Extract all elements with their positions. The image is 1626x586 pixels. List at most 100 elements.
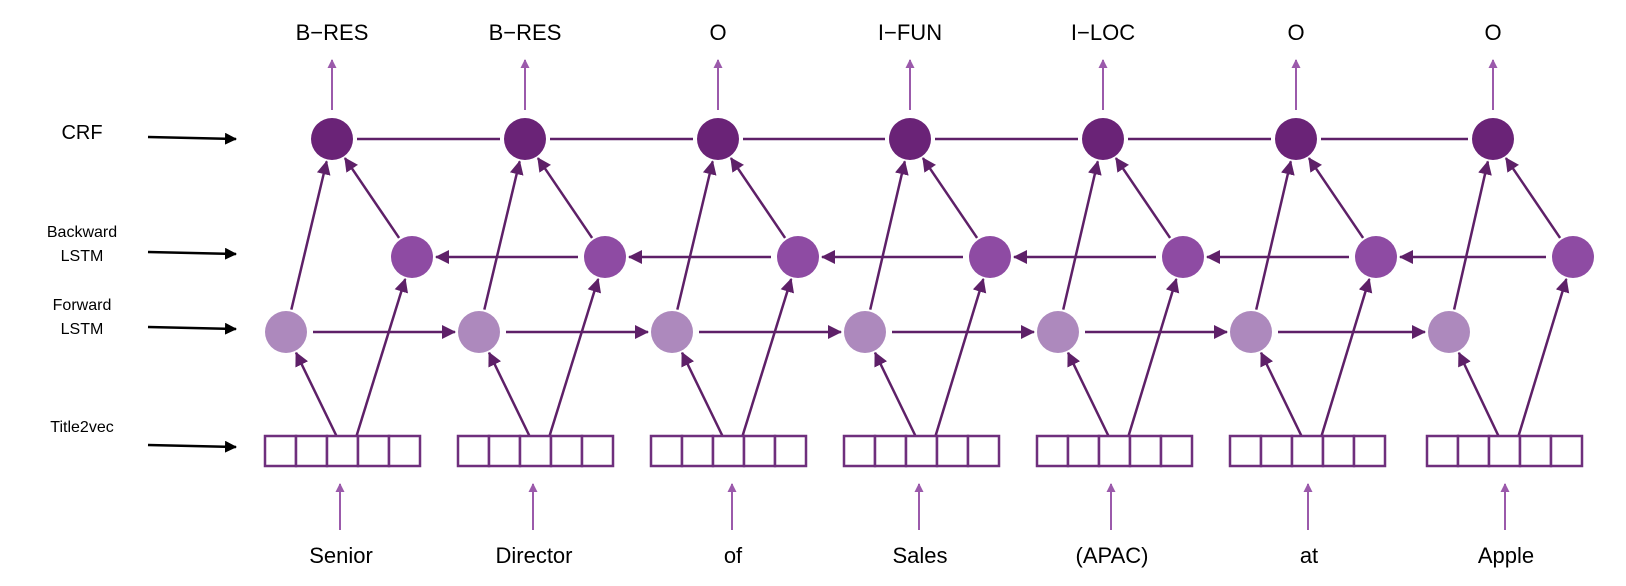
vector-to-forward-edge xyxy=(1259,351,1303,437)
output-tag: I−LOC xyxy=(1071,20,1135,45)
title2vec-cell xyxy=(1321,434,1356,468)
title2vec-cell xyxy=(294,434,329,468)
crf-layer-label: CRF xyxy=(61,122,102,144)
title2vec-cell xyxy=(518,434,553,468)
title2vec-cell xyxy=(649,434,684,468)
backward-lstm-node xyxy=(1162,236,1204,278)
title2vec-cell xyxy=(1228,434,1263,468)
forward-lstm-label-line2: LSTM xyxy=(61,321,104,338)
backward-lstm-label-line2: LSTM xyxy=(61,248,104,265)
input-word: Sales xyxy=(892,543,947,568)
vector-to-forward-edge xyxy=(487,351,531,437)
output-tag: O xyxy=(1484,20,1501,45)
title2vec-cell xyxy=(1066,434,1101,468)
forward-lstm-node xyxy=(844,311,886,353)
title2vec-cell xyxy=(1456,434,1491,468)
vector-to-backward-edge xyxy=(1127,278,1180,437)
crf-node xyxy=(311,118,353,160)
forward-lstm-node xyxy=(458,311,500,353)
vector-to-backward-edge xyxy=(1320,278,1373,437)
backward-lstm-node xyxy=(1355,236,1397,278)
forward-lstm-node xyxy=(651,311,693,353)
crf-layer-arrow xyxy=(147,132,237,145)
crf-node xyxy=(697,118,739,160)
forward-to-crf-edge xyxy=(1452,160,1492,310)
vector-to-backward-edge xyxy=(548,278,602,437)
title2vec-cell xyxy=(1290,434,1325,468)
backward-to-crf-edge xyxy=(1114,157,1172,239)
title2vec-vectors-group xyxy=(263,434,1584,468)
vector-to-forward-edge xyxy=(873,351,917,437)
title2vec-cell xyxy=(549,434,584,468)
backward-to-crf-edge xyxy=(1504,157,1562,239)
output-tag: O xyxy=(1287,20,1304,45)
vector-to-forward-edge xyxy=(680,351,724,437)
crf-node xyxy=(1082,118,1124,160)
forward-to-crf-edge xyxy=(676,160,717,310)
forward-to-crf-edge xyxy=(1062,160,1102,310)
vector-to-backward-edge xyxy=(741,278,795,437)
input-word: Apple xyxy=(1478,543,1534,568)
crf-node xyxy=(1472,118,1514,160)
backward-lstm-node xyxy=(969,236,1011,278)
title2vec-cell xyxy=(1549,434,1584,468)
title2vec-cell xyxy=(1352,434,1387,468)
nodes-group xyxy=(265,118,1594,353)
input-word: Senior xyxy=(309,543,373,568)
edges-group xyxy=(290,59,1570,530)
backward-lstm-node xyxy=(1552,236,1594,278)
title2vec-cell xyxy=(873,434,908,468)
backward-to-crf-edge xyxy=(729,157,787,239)
title2vec-layer-label: Title2vec xyxy=(50,419,113,436)
forward-lstm-node xyxy=(1037,311,1079,353)
title2vec-cell xyxy=(456,434,491,468)
title2vec-cell xyxy=(1425,434,1460,468)
title2vec-cell xyxy=(680,434,715,468)
title2vec-cell xyxy=(1487,434,1522,468)
vector-to-backward-edge xyxy=(934,278,987,437)
output-tag: B−RES xyxy=(489,20,562,45)
backward-lstm-node xyxy=(777,236,819,278)
forward-lstm-node xyxy=(1428,311,1470,353)
forward-to-crf-edge xyxy=(1255,160,1295,310)
title2vec-cell xyxy=(1128,434,1163,468)
vector-to-backward-edge xyxy=(1517,278,1570,437)
vector-to-forward-edge xyxy=(1457,351,1500,437)
input-word: (APAC) xyxy=(1076,543,1149,568)
crf-node xyxy=(889,118,931,160)
backward-to-crf-edge xyxy=(343,157,401,239)
title2vec-cell xyxy=(1518,434,1553,468)
forward-lstm-node xyxy=(1230,311,1272,353)
title2vec-cell xyxy=(1159,434,1194,468)
title2vec-cell xyxy=(935,434,970,468)
input-word: Director xyxy=(495,543,572,568)
title2vec-cell xyxy=(966,434,1001,468)
crf-node xyxy=(1275,118,1317,160)
vector-to-backward-edge xyxy=(355,278,409,437)
backward-to-crf-edge xyxy=(1307,157,1365,239)
backward-lstm-label-line1: Backward xyxy=(47,224,117,241)
forward-layer-arrow xyxy=(147,322,237,335)
forward-to-crf-edge xyxy=(869,160,909,310)
backward-layer-arrow xyxy=(147,247,237,260)
backward-lstm-node xyxy=(391,236,433,278)
output-tag: I−FUN xyxy=(878,20,942,45)
crf-node xyxy=(504,118,546,160)
output-tag: B−RES xyxy=(296,20,369,45)
title2vec-cell xyxy=(325,434,360,468)
title2vec-cell xyxy=(580,434,615,468)
forward-to-crf-edge xyxy=(483,160,524,310)
title2vec-cell xyxy=(356,434,391,468)
title2vec-cell xyxy=(263,434,298,468)
token-texts-group: B−RES Senior B−RES Director Oof I−FUN Sales I−L… xyxy=(296,20,1535,568)
title2vec-cell xyxy=(904,434,939,468)
forward-lstm-node xyxy=(265,311,307,353)
title2vec-cell xyxy=(1097,434,1132,468)
title2vec-cell xyxy=(842,434,877,468)
input-word: of xyxy=(724,543,743,568)
backward-lstm-node xyxy=(584,236,626,278)
vector-to-forward-edge xyxy=(1066,351,1110,437)
vector-to-forward-edge xyxy=(294,351,338,437)
title2vec-cell xyxy=(487,434,522,468)
